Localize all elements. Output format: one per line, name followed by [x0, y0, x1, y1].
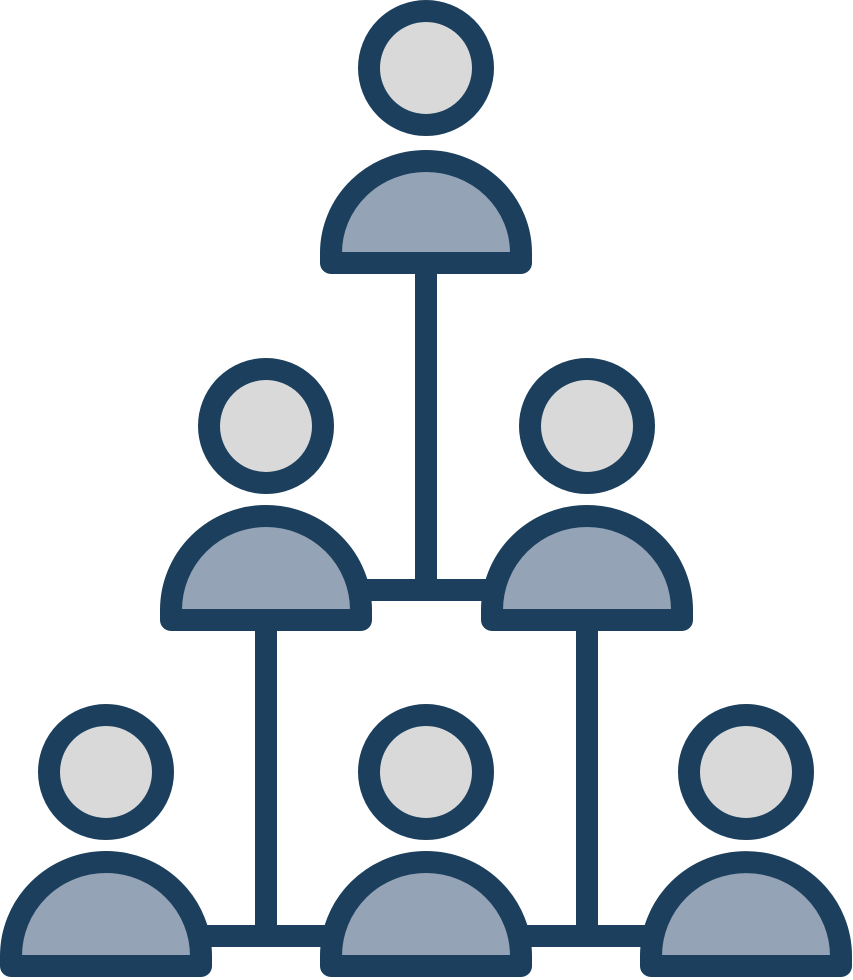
person-icon — [320, 704, 532, 977]
person-body — [320, 851, 532, 977]
person-icon — [481, 358, 693, 631]
person-body — [160, 505, 372, 631]
person-head — [358, 0, 494, 136]
person-head — [198, 358, 334, 494]
person-head — [358, 704, 494, 840]
person-head — [38, 704, 174, 840]
person-icon — [160, 358, 372, 631]
person-head — [678, 704, 814, 840]
person-head — [519, 358, 655, 494]
person-body — [320, 150, 532, 274]
person-body — [0, 851, 212, 977]
person-icon — [320, 0, 532, 274]
person-body — [640, 851, 852, 977]
person-icon — [0, 704, 212, 977]
person-body — [481, 505, 693, 631]
person-icon — [640, 704, 852, 977]
